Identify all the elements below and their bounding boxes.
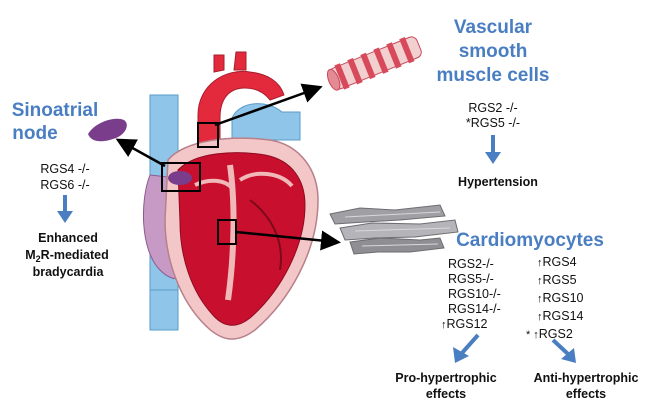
cardio-ko-1: RGS2-/- (448, 257, 494, 271)
cardio-oe-1: ↑RGS4 (537, 255, 577, 269)
vascular-rgs-2: *RGS5 -/- (466, 116, 520, 130)
arrow-to-cardiomyocytes (235, 230, 341, 251)
pro-blue-arrow (460, 333, 480, 355)
cardio-oe-2: ↑RGS5 (537, 273, 577, 287)
vascular-panel: Vascular smooth muscle cells RGS2 -/- *R… (326, 17, 550, 189)
vascular-rgs-1: RGS2 -/- (468, 101, 517, 115)
anti-blue-arrow (551, 338, 570, 356)
sinoatrial-panel: Sinoatrial node RGS4 -/- RGS6 -/- Enhanc… (12, 100, 127, 279)
sa-effect-line1: Enhanced (38, 231, 98, 245)
anti-effect-line1: Anti-hypertrophic (534, 371, 639, 385)
vascular-title-line3: muscle cells (436, 65, 549, 86)
cardio-oe-5: *↑RGS2 (526, 327, 573, 341)
sa-rgs-1: RGS4 -/- (40, 162, 89, 176)
cardio-ko-5: ↑RGS12 (441, 317, 488, 331)
cardio-title: Cardiomyocytes (456, 230, 604, 251)
up-arrow-icon: ↑ (533, 329, 539, 341)
cardiomyocytes-panel: Cardiomyocytes RGS2-/- RGS5-/- RGS10-/- … (329, 204, 639, 401)
vascular-title-line1: Vascular (454, 17, 533, 38)
up-arrow-icon: ↑ (537, 311, 543, 323)
anti-effect-line2: effects (566, 387, 606, 401)
pro-effect-line1: Pro-hypertrophic (395, 371, 496, 385)
arrow-to-sa-node (115, 138, 166, 168)
cardio-oe-4: ↑RGS14 (537, 309, 584, 323)
sa-rgs-2: RGS6 -/- (40, 178, 89, 192)
up-arrow-icon: ↑ (441, 319, 447, 331)
heart-chambers (177, 152, 306, 326)
vascular-title-line2: smooth (459, 41, 528, 62)
up-arrow-icon: ↑ (537, 293, 543, 305)
cardio-ko-2: RGS5-/- (448, 272, 494, 286)
cardio-oe-3: ↑RGS10 (537, 291, 584, 305)
sa-effect-line3: bradycardia (33, 265, 105, 279)
sa-effect-line2: M2R-mediated (25, 248, 109, 264)
sa-node-spot (168, 171, 192, 185)
vascular-effect: Hypertension (458, 175, 538, 189)
cardio-ko-3: RGS10-/- (448, 287, 501, 301)
aorta-highlight-box (197, 122, 219, 148)
star-marker: * (526, 329, 531, 341)
up-arrow-icon: ↑ (537, 275, 543, 287)
cardiomyocyte-cells-icon (329, 204, 459, 255)
heart-illustration (143, 51, 319, 340)
arrow-to-vascular (214, 83, 323, 127)
sa-node-highlight-box (161, 162, 201, 192)
sa-node-cell-icon (88, 118, 127, 142)
pro-effect-line2: effects (426, 387, 466, 401)
blood-vessel-icon (326, 36, 422, 91)
sa-title-line1: Sinoatrial (12, 100, 99, 121)
sa-title-line2: node (12, 123, 57, 144)
cardio-ko-4: RGS14-/- (448, 302, 501, 316)
up-arrow-icon: ↑ (537, 257, 543, 269)
